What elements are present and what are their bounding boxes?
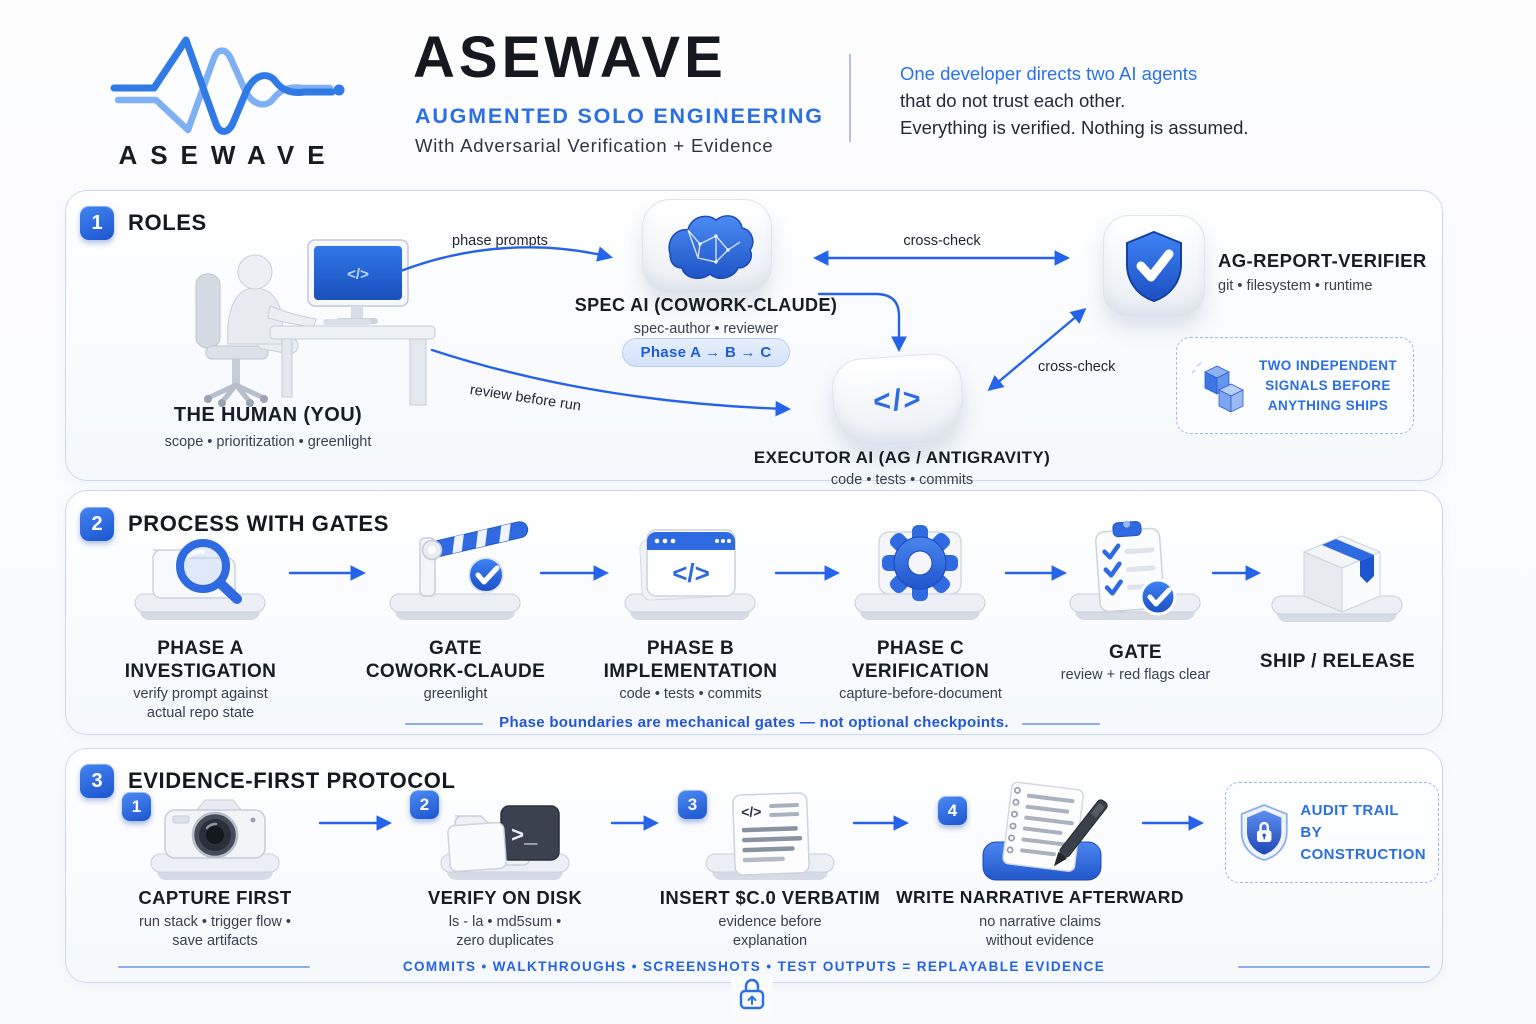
notepad-pen-icon (982, 781, 1108, 881)
verifier-sub: git • filesystem • runtime (1218, 278, 1373, 294)
svg-text:</>: </> (347, 266, 369, 283)
tagline-line1: One developer directs two AI agents (900, 63, 1198, 84)
process-footnote: Phase boundaries are mechanical gates — … (499, 714, 1009, 731)
process-step-4-label: PHASE C VERIFICATION capture-before-docu… (839, 638, 1002, 702)
implementation-icon: </> (624, 529, 756, 620)
signals-line1: TWO INDEPENDENT (1258, 357, 1397, 373)
spec-ai-tile (642, 199, 772, 293)
verifier-tile (1103, 215, 1205, 317)
process-step-5-label: GATE review + red flags clear (1060, 642, 1211, 683)
signals-box: TWO INDEPENDENT SIGNALS BEFORE ANYTHING … (1176, 337, 1414, 434)
executor-title: EXECUTOR AI (AG / ANTIGRAVITY) (753, 448, 1051, 467)
page-subtitle2: With Adversarial Verification + Evidence (415, 135, 774, 156)
roles-badge: 1 (80, 206, 114, 240)
investigation-icon (134, 539, 266, 620)
process-step-2-label: GATE COWORK-CLAUDE greenlight (365, 638, 546, 702)
verifier-title: AG-REPORT-VERIFIER (1218, 250, 1427, 271)
shield-check-icon (1126, 230, 1182, 303)
protocol-step-2-label: VERIFY ON DISK ls - la • md5sum •zero du… (427, 887, 583, 949)
process-panel (65, 490, 1443, 735)
svg-text:</>: </> (741, 803, 762, 820)
lock-icon (739, 978, 765, 1010)
ship-box-icon (1271, 535, 1403, 622)
step-4-number: 4 (938, 796, 967, 825)
phase-prompts-arrow-label: phase prompts (452, 233, 548, 249)
process-step-1-label: PHASE A INVESTIGATION verify prompt agai… (124, 638, 277, 721)
asewave-logo-icon (110, 36, 345, 135)
human-at-desk-icon: </> (195, 239, 436, 407)
svg-text:>_: >_ (511, 824, 538, 849)
gate-checklist-icon (1069, 520, 1201, 620)
tagline-line2: that do not trust each other. (900, 90, 1126, 111)
audit-trail-box: AUDIT TRAIL BY CONSTRUCTION (1225, 782, 1439, 883)
svg-text:</>: </> (672, 558, 710, 588)
spec-ai-title: SPEC AI (COWORK-CLAUDE) (574, 295, 838, 315)
spec-ai-sub: spec-author • reviewer (633, 321, 779, 337)
process-step-6-label: SHIP / RELEASE (1259, 651, 1416, 672)
protocol-footer-line-right (1238, 966, 1430, 968)
footnote-line-left (405, 723, 483, 725)
protocol-title: EVIDENCE-FIRST PROTOCOL (128, 768, 456, 793)
step-3-number: 3 (678, 790, 707, 819)
protocol-footer-line-left (118, 966, 310, 968)
audit-line1: AUDIT TRAIL (1300, 801, 1399, 819)
verification-gear-icon (854, 525, 986, 620)
gate-barrier-icon (389, 520, 529, 620)
tagline-line3: Everything is verified. Nothing is assum… (900, 117, 1249, 138)
audit-line2: BY CONSTRUCTION (1300, 823, 1427, 863)
footer-lock-wrap (731, 975, 773, 1019)
camera-icon (150, 799, 280, 880)
step-2-number: 2 (410, 790, 439, 819)
roles-title: ROLES (128, 210, 207, 235)
step-1-number: 1 (122, 792, 151, 821)
code-document-icon: </> (705, 792, 835, 880)
brain-icon (668, 215, 754, 280)
signals-line3: ANYTHING SHIPS (1267, 397, 1389, 413)
phase-sequence-pill: Phase A → B → C (621, 338, 791, 367)
header-divider (849, 54, 851, 142)
cross-check-top-label: cross-check (903, 233, 981, 249)
page-title: ASEWAVE (413, 25, 727, 90)
terminal-folder-icon: >_ (440, 805, 570, 880)
process-title: PROCESS WITH GATES (128, 511, 389, 536)
human-sub: scope • prioritization • greenlight (164, 434, 372, 450)
footnote-line-right (1022, 723, 1100, 725)
code-icon: </> (872, 382, 924, 419)
process-badge: 2 (80, 507, 114, 541)
header-tagline: One developer directs two AI agents that… (900, 60, 1249, 141)
executor-sub: code • tests • commits (830, 472, 974, 488)
phase-pill-wrap: Phase A → B → C (531, 338, 881, 367)
process-step-3-label: PHASE B IMPLEMENTATION code • tests • co… (603, 638, 778, 702)
cubes-icon (1191, 362, 1244, 412)
protocol-step-1-label: CAPTURE FIRST run stack • trigger flow •… (138, 887, 292, 949)
shield-lock-icon (1240, 803, 1288, 861)
signals-line2: SIGNALS BEFORE (1265, 377, 1391, 393)
page-subtitle: AUGMENTED SOLO ENGINEERING (415, 104, 824, 128)
logo-wordmark: ASEWAVE (118, 140, 338, 170)
protocol-badge: 3 (80, 764, 114, 798)
protocol-step-4-label: WRITE NARRATIVE AFTERWARD no narrative c… (896, 887, 1184, 949)
protocol-footer: COMMITS • WALKTHROUGHS • SCREENSHOTS • T… (402, 959, 1106, 974)
human-title: THE HUMAN (YOU) (173, 404, 363, 426)
cross-check-right-label: cross-check (1038, 359, 1116, 375)
